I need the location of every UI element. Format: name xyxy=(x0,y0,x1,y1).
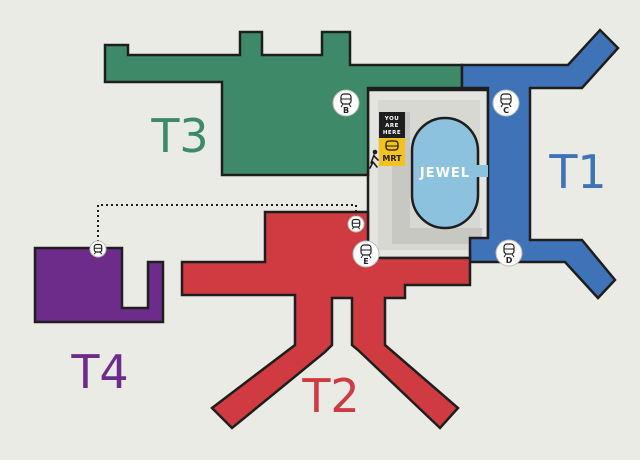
skytrain-stop-label: C xyxy=(503,106,509,115)
skytrain-stop-b[interactable]: B xyxy=(332,89,360,117)
terminal-t2-label: T2 xyxy=(301,369,359,423)
skytrain-stop-e[interactable]: E xyxy=(352,240,380,268)
terminal-t4-shape[interactable] xyxy=(33,246,165,324)
skytrain-stop-d[interactable]: D xyxy=(495,239,523,267)
you-are-here-marker: YOU ARE HERE MRT xyxy=(369,112,405,169)
skytrain-icon xyxy=(340,93,352,108)
mrt-train-icon xyxy=(385,140,399,151)
terminal-t2-shape[interactable] xyxy=(180,210,472,430)
track-horizontal xyxy=(392,228,482,244)
t4-shuttle-route xyxy=(97,204,357,242)
skytrain-icon xyxy=(500,93,512,108)
terminal-t4-label: T4 xyxy=(70,345,128,399)
skytrain-icon xyxy=(360,244,372,259)
you-are-here-line3: HERE xyxy=(383,130,401,136)
jewel-building[interactable]: JEWEL xyxy=(410,116,488,230)
skytrain-stop-t4-link[interactable] xyxy=(89,240,107,258)
terminal-t3-shape[interactable] xyxy=(103,30,464,177)
skytrain-stop-label: B xyxy=(343,106,349,115)
skytrain-stop-t2-link[interactable] xyxy=(347,215,365,233)
you-are-here-line2: ARE xyxy=(385,123,399,129)
mrt-label: MRT xyxy=(382,154,402,163)
you-are-here-line1: YOU xyxy=(384,116,399,122)
skytrain-icon xyxy=(93,243,103,255)
skytrain-stop-label: E xyxy=(363,257,368,266)
skytrain-icon xyxy=(351,218,361,230)
jewel-label: JEWEL xyxy=(419,166,470,181)
terminal-t3-label: T3 xyxy=(150,109,208,163)
walking-person-icon xyxy=(369,149,379,169)
terminal-t1-label: T1 xyxy=(548,145,606,199)
mrt-box xyxy=(379,138,405,166)
you-are-here-box xyxy=(379,112,405,138)
skytrain-stop-c[interactable]: C xyxy=(492,89,520,117)
skytrain-stop-label: D xyxy=(506,256,513,265)
jewel-connector xyxy=(476,165,488,177)
skytrain-icon xyxy=(503,243,515,258)
